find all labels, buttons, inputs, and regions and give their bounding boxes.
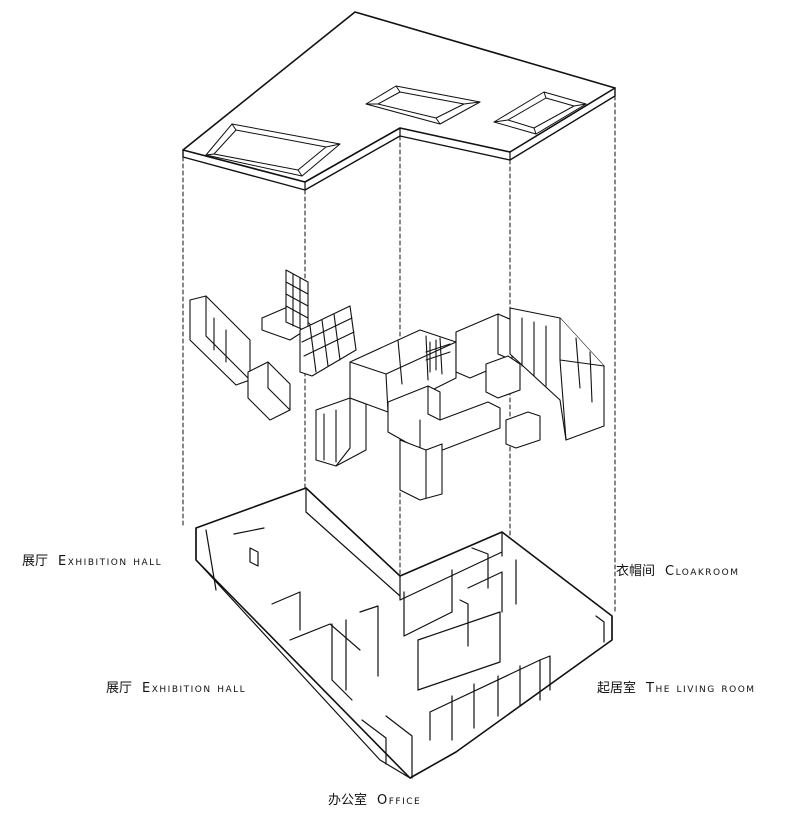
- furniture-layer: [189, 269, 605, 501]
- label-office: 办公室 Office: [328, 793, 421, 809]
- label-zh: 展厅: [106, 681, 133, 696]
- label-exhibition-hall-upper: 展厅 Exhibition hall: [22, 554, 162, 570]
- label-zh: 起居室: [597, 681, 637, 696]
- skylight-2: [365, 85, 481, 125]
- label-zh: 衣帽间: [616, 564, 656, 579]
- label-en: Cloakroom: [665, 564, 740, 579]
- label-en: Exhibition hall: [142, 681, 247, 696]
- label-exhibition-hall-lower: 展厅 Exhibition hall: [106, 681, 246, 697]
- label-zh: 办公室: [328, 793, 368, 808]
- shelving-grid: [285, 269, 309, 333]
- label-living-room: 起居室 The living room: [597, 681, 756, 697]
- label-en: The living room: [646, 681, 756, 696]
- label-en: Exhibition hall: [58, 554, 163, 569]
- skylight-3: [493, 91, 587, 135]
- shelving-grid-center: [425, 339, 451, 373]
- label-zh: 展厅: [22, 554, 49, 569]
- roof-slab: [182, 11, 616, 191]
- label-en: Office: [377, 793, 422, 808]
- floor-plan-layer: [195, 487, 613, 779]
- skylight-1: [205, 123, 341, 177]
- label-cloakroom: 衣帽间 Cloakroom: [616, 564, 739, 580]
